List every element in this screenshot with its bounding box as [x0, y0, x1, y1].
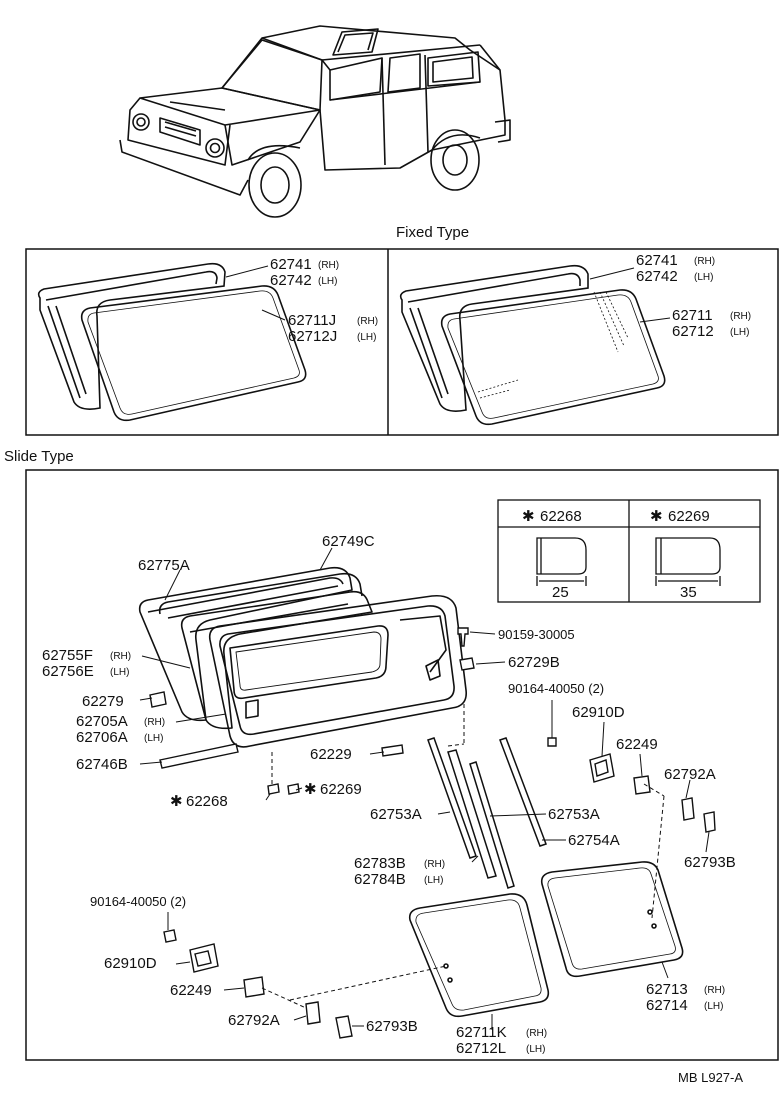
part-62269-shape — [287, 783, 300, 795]
part-62279-shape — [149, 691, 167, 708]
table-dim-35: 35 — [680, 584, 697, 601]
slide-type-frame — [25, 469, 779, 1061]
label-rh-62741-right: (RH) — [694, 256, 715, 267]
label-62711J: 62711J — [288, 312, 336, 329]
fixed-right-weatherstrip — [399, 264, 589, 412]
part-62268-shape — [267, 783, 280, 795]
label-62783B: 62783B — [354, 855, 406, 872]
label-mark-62268: ✱ — [170, 793, 183, 810]
label-62742-left: 62742 — [270, 272, 312, 289]
label-62792A-lower: 62792A — [228, 1012, 280, 1029]
label-lh-62706A: (LH) — [144, 733, 163, 744]
table-part-62268: 62268 — [540, 508, 582, 525]
fixed-left-weatherstrip — [37, 262, 226, 410]
label-62705A: 62705A — [76, 713, 128, 730]
label-62792A-upper: 62792A — [664, 766, 716, 783]
vehicle-illustration — [119, 25, 511, 218]
leader-lines — [139, 547, 710, 1030]
footer-code: MB L927-A — [678, 1070, 743, 1085]
label-62746B: 62746B — [76, 756, 128, 773]
label-62711: 62711 — [672, 307, 713, 324]
label-lh-62784B: (LH) — [424, 875, 443, 886]
label-lh-62714: (LH) — [704, 1001, 723, 1012]
run-channels — [427, 737, 547, 889]
fixed-type-frame — [25, 248, 779, 436]
label-rh-62755F: (RH) — [110, 651, 131, 662]
fixed-right-glass — [440, 289, 666, 426]
label-62741-right: 62741 — [636, 252, 678, 269]
table-dim-25: 25 — [552, 584, 569, 601]
label-90164-40050-upper: 90164-40050 (2) — [508, 681, 604, 696]
fixed-type-title: Fixed Type — [396, 224, 469, 241]
slide-glasses — [408, 861, 684, 1018]
label-62712J: 62712J — [288, 328, 337, 345]
label-62741-left: 62741 — [270, 256, 312, 273]
part-62746B-shape — [159, 743, 239, 769]
label-62729B: 62729B — [508, 654, 560, 671]
label-lh-62756E: (LH) — [110, 667, 129, 678]
label-62784B: 62784B — [354, 871, 406, 888]
label-62756E: 62756E — [42, 663, 94, 680]
label-90159-30005: 90159-30005 — [498, 627, 575, 642]
label-rh-62705A: (RH) — [144, 717, 165, 728]
label-62706A: 62706A — [76, 729, 128, 746]
label-lh-62712L: (LH) — [526, 1044, 545, 1055]
label-rh-62711K: (RH) — [526, 1028, 547, 1039]
label-rh-62711J: (RH) — [357, 316, 378, 327]
label-62742-right: 62742 — [636, 268, 678, 285]
label-62910D-upper: 62910D — [572, 704, 625, 721]
label-lh-62712J: (LH) — [357, 332, 376, 343]
table-mark-left: ✱ — [522, 508, 535, 525]
label-62754A: 62754A — [568, 832, 620, 849]
label-rh-62783B: (RH) — [424, 859, 445, 870]
label-62713: 62713 — [646, 981, 688, 998]
label-mark-62269: ✱ — [304, 781, 317, 798]
label-62793B-upper: 62793B — [684, 854, 736, 871]
label-62269: 62269 — [320, 781, 362, 798]
label-62268: 62268 — [186, 793, 228, 810]
label-62749C: 62749C — [322, 533, 375, 550]
label-62910D-lower: 62910D — [104, 955, 157, 972]
label-rh-62741-left: (RH) — [318, 260, 339, 271]
label-62229: 62229 — [310, 746, 352, 763]
label-62753A-right: 62753A — [548, 806, 600, 823]
label-62793B-lower: 62793B — [366, 1018, 418, 1035]
label-62714: 62714 — [646, 997, 688, 1014]
label-lh-62742-left: (LH) — [318, 276, 337, 287]
detail-table — [497, 499, 761, 603]
label-62711K: 62711K — [456, 1024, 507, 1041]
label-62249-upper: 62249 — [616, 736, 658, 753]
table-part-62269: 62269 — [668, 508, 710, 525]
label-lh-62742-right: (LH) — [694, 272, 713, 283]
label-90164-40050-lower: 90164-40050 (2) — [90, 894, 186, 909]
label-62712: 62712 — [672, 323, 714, 340]
label-62753A-left: 62753A — [370, 806, 422, 823]
screw-90159-shape — [457, 627, 469, 647]
label-rh-62713: (RH) — [704, 985, 725, 996]
slide-type-title: Slide Type — [4, 448, 74, 465]
part-62229-shape — [381, 744, 404, 757]
label-rh-62711: (RH) — [730, 311, 751, 322]
part-62729B-shape — [459, 657, 475, 671]
table-mark-right: ✱ — [650, 508, 663, 525]
label-62712L: 62712L — [456, 1040, 506, 1057]
label-62249-lower: 62249 — [170, 982, 212, 999]
slide-frame-assembly — [138, 566, 468, 748]
small-parts — [149, 627, 716, 1039]
label-lh-62712: (LH) — [730, 327, 749, 338]
label-62279: 62279 — [82, 693, 124, 710]
fixed-left-glass — [80, 285, 307, 422]
label-62755F: 62755F — [42, 647, 93, 664]
label-62775A: 62775A — [138, 557, 190, 574]
